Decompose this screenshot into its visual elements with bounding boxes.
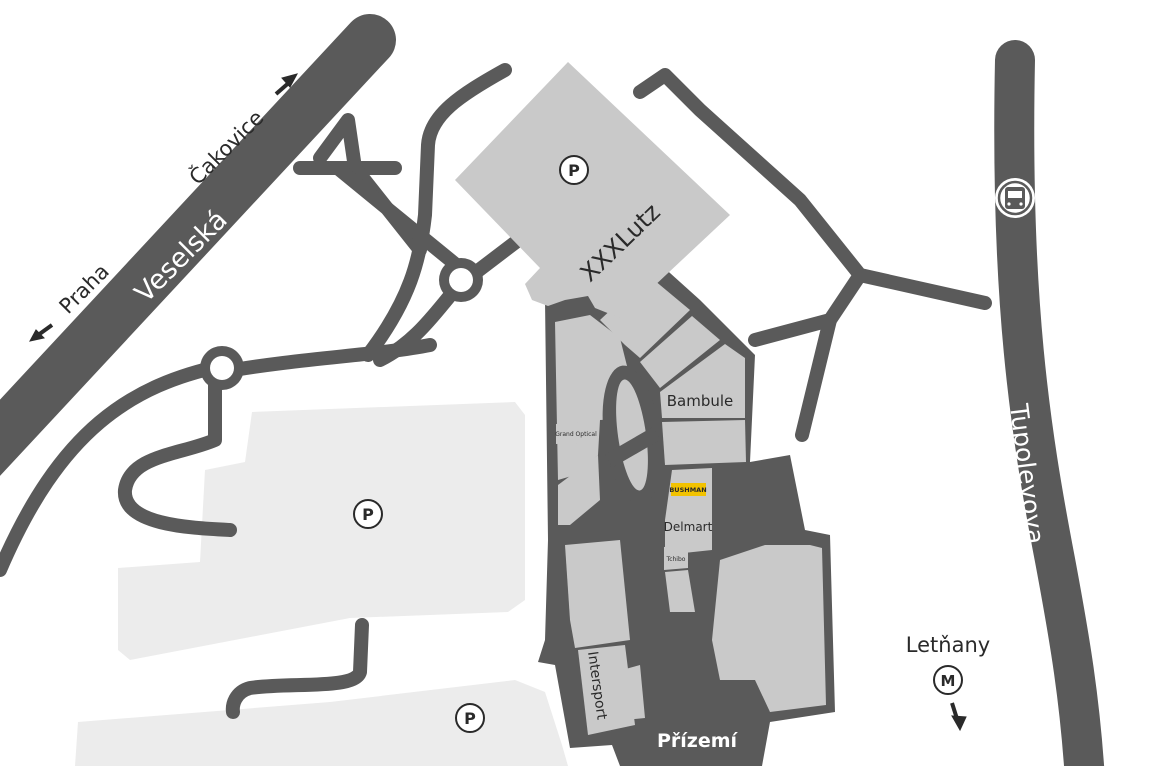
parking-icon: P [559,155,589,185]
delmart-label: Delmart [664,520,713,534]
bambule-label: Bambule [667,392,734,410]
xxxlutz-building [455,62,730,318]
bushman-label: BUSHMAN [669,486,706,494]
secondary-roads [0,63,992,719]
roundabout-north [439,258,483,302]
bus-icon [995,178,1035,218]
metro-icon: M [933,665,963,695]
tchibo-label: Tchibo [666,556,686,563]
veselska-road [0,14,396,476]
west-parking-lot [118,402,525,660]
svg-text:M: M [941,672,956,690]
south-parking-lot [75,680,568,766]
svg-text:P: P [362,505,374,524]
grand-optical-label: Grand Optical [555,431,597,438]
tupolevova-road [994,40,1105,766]
svg-text:P: P [464,709,476,728]
parking-icon: P [455,703,485,733]
roundabout-west [200,346,244,390]
parking-icon: P [353,499,383,529]
floor-title: Přízemí [657,730,739,752]
letnany-label: Letňany [906,633,990,657]
mall-building [538,255,835,766]
arrow-icon [29,73,967,732]
svg-text:P: P [568,161,580,180]
